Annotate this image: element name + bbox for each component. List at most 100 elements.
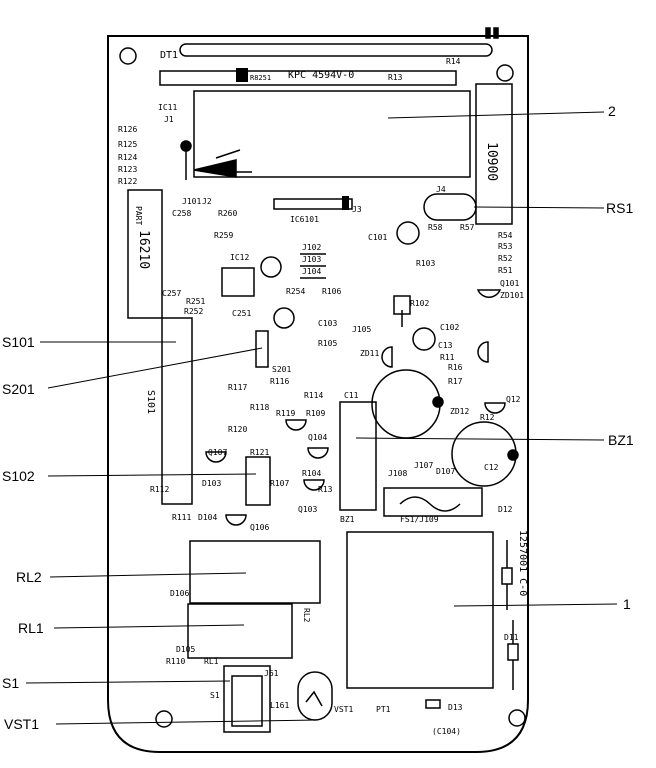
label-d106: D106 [170, 589, 189, 598]
label-r119: R119 [276, 409, 295, 418]
label-c12: C12 [484, 463, 499, 472]
label-j105: J105 [352, 325, 371, 334]
display-strip [179, 43, 493, 57]
label-r120: R120 [228, 425, 247, 434]
label-c102: C102 [440, 323, 459, 332]
label-r103: R103 [416, 259, 435, 268]
callout-s102: S102 [2, 468, 35, 484]
label-r17: R17 [448, 377, 463, 386]
label-r13: R13 [388, 73, 403, 82]
label-d11: D11 [504, 633, 519, 642]
fuse-fs1 [383, 487, 483, 517]
label-l161: L161 [270, 701, 289, 710]
board-outline [107, 35, 529, 753]
label-r251: R8251 [250, 74, 271, 82]
s101-switch [161, 317, 193, 505]
label-j108: J108 [388, 469, 407, 478]
label-c258: C258 [172, 209, 191, 218]
callout-rl2: RL2 [16, 569, 42, 585]
label-r11: R11 [440, 353, 455, 362]
label-c103: C103 [318, 319, 337, 328]
label-r107: R107 [270, 479, 289, 488]
label-r110: R110 [166, 657, 185, 666]
s102-switch [245, 456, 271, 506]
label-r53: R53 [498, 242, 513, 251]
label-kpc: KPC 4594V-0 [288, 70, 354, 81]
label-r117: R117 [228, 383, 247, 392]
label-r254: R254 [286, 287, 305, 296]
label-r112: R112 [150, 485, 169, 494]
label-q12: Q12 [506, 395, 521, 404]
label-c257: C257 [162, 289, 181, 298]
label-j2: J2 [202, 197, 212, 206]
label-r109: R109 [306, 409, 325, 418]
label-r102: R102 [410, 299, 429, 308]
label-r52: R52 [498, 254, 513, 263]
label-d12: D12 [498, 505, 513, 514]
label-fs1: FS1/J109 [400, 515, 439, 524]
callout-s1: S1 [2, 675, 20, 691]
display-block [193, 90, 471, 178]
label-q101: Q101 [500, 279, 519, 288]
label-j3: J3 [352, 205, 362, 214]
label-q106: Q106 [250, 523, 269, 532]
cap-c11 [371, 369, 441, 439]
label-r57: R57 [460, 223, 475, 232]
callout-rs1: RS1 [606, 200, 634, 216]
label-r13b: R13 [318, 485, 333, 494]
cap-c12 [451, 421, 517, 487]
label-dt1: DT1 [160, 50, 178, 61]
label-r124: R124 [118, 153, 137, 162]
label-j104: J104 [302, 267, 321, 276]
callout-bz1: BZ1 [608, 432, 634, 448]
rs1-sensor [423, 193, 477, 221]
label-r105: R105 [318, 339, 337, 348]
label-r16: R16 [448, 363, 463, 372]
label-zd12: ZD12 [450, 407, 469, 416]
label-r111: R111 [172, 513, 191, 522]
label-r116: R116 [270, 377, 289, 386]
label-r259: R259 [214, 231, 233, 240]
label-ic12: IC12 [230, 253, 249, 262]
s1-switch [223, 665, 271, 733]
label-r12: R12 [480, 413, 495, 422]
label-r106: R106 [322, 287, 341, 296]
label-q103: Q103 [298, 505, 317, 514]
label-r58: R58 [428, 223, 443, 232]
label-j61: J61 [264, 669, 279, 678]
label-rl1-board: RL1 [204, 657, 219, 666]
callout-1: 1 [623, 596, 631, 612]
label-s201-board: S201 [272, 365, 291, 374]
mount-hole-tr [496, 64, 514, 82]
label-r51: R51 [498, 266, 513, 275]
label-r260: R260 [218, 209, 237, 218]
label-r54: R54 [498, 231, 513, 240]
callout-2: 2 [608, 103, 616, 119]
label-r122: R122 [118, 177, 137, 186]
relay-rl2 [189, 540, 321, 604]
label-part: PART [134, 206, 143, 225]
label-d13: D13 [448, 703, 463, 712]
label-q104: Q104 [308, 433, 327, 442]
label-bz1-board: BZ1 [340, 515, 355, 524]
mount-hole-br [508, 709, 526, 727]
label-part-no: 16210 [136, 230, 151, 269]
label-r126: R126 [118, 125, 137, 134]
label-s1-board: S1 [210, 691, 220, 700]
mount-hole-bl [155, 710, 173, 728]
label-zd11: ZD11 [360, 349, 379, 358]
label-r104: R104 [302, 469, 321, 478]
label-q107: Q107 [208, 448, 227, 457]
label-c104: (C104) [432, 727, 461, 736]
label-10900: 10900 [484, 142, 499, 181]
label-j101: J101 [182, 197, 201, 206]
label-c13: C13 [438, 341, 453, 350]
label-d107: D107 [436, 467, 455, 476]
label-ic11: IC11 [158, 103, 177, 112]
label-d105: D105 [176, 645, 195, 654]
callout-rl1: RL1 [18, 620, 44, 636]
label-j4: J4 [436, 185, 446, 194]
label-c251: C251 [232, 309, 251, 318]
label-j102: J102 [302, 243, 321, 252]
